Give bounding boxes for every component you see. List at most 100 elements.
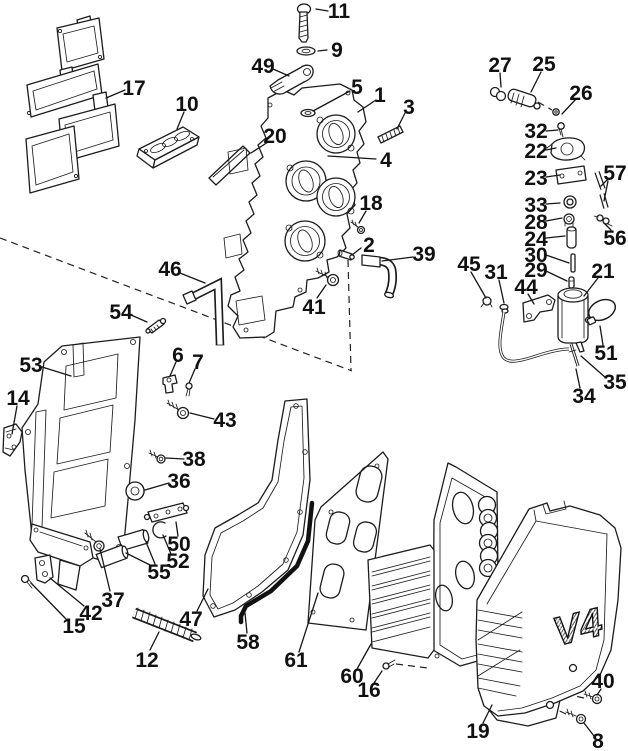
leader-line-16 bbox=[373, 670, 383, 684]
part-6-clip bbox=[162, 374, 178, 394]
callout-30: 30 bbox=[524, 244, 547, 267]
leader-line-24 bbox=[545, 235, 566, 239]
alignment-dashed-line bbox=[347, 259, 352, 371]
leader-line-6 bbox=[169, 361, 177, 377]
leader-line-61 bbox=[298, 592, 319, 653]
callout-36: 36 bbox=[167, 470, 190, 493]
alignment-dashed-line bbox=[560, 692, 585, 699]
leader-line-42 bbox=[49, 577, 85, 607]
leader-line-41 bbox=[316, 284, 327, 299]
callout-4: 4 bbox=[380, 149, 392, 172]
callout-42: 42 bbox=[79, 602, 102, 625]
part-54-fitting bbox=[145, 317, 167, 334]
part-39-hose bbox=[361, 254, 398, 299]
part-50-bracket bbox=[143, 502, 190, 523]
part-21-canister bbox=[557, 287, 592, 353]
leader-line-52 bbox=[162, 534, 172, 555]
part-1-intake-manifold bbox=[223, 83, 367, 339]
part-45-screw bbox=[480, 296, 493, 308]
callout-7: 7 bbox=[192, 351, 204, 374]
leader-line-31 bbox=[498, 279, 505, 304]
callout-50: 50 bbox=[167, 533, 190, 556]
callout-51: 51 bbox=[594, 342, 618, 365]
leader-line-43 bbox=[189, 412, 215, 420]
callout-27: 27 bbox=[488, 54, 511, 77]
part-27-fitting bbox=[489, 86, 507, 102]
leader-line-37 bbox=[99, 548, 111, 592]
part-37-bolt bbox=[84, 529, 105, 552]
leader-line-46 bbox=[179, 272, 206, 284]
part-56-fitting bbox=[593, 214, 613, 227]
leader-line-60 bbox=[356, 643, 372, 670]
callout-57: 57 bbox=[603, 162, 626, 185]
leader-line-39 bbox=[381, 256, 414, 262]
callout-46: 46 bbox=[158, 258, 181, 281]
part-33-cap bbox=[563, 195, 577, 209]
callout-24: 24 bbox=[524, 228, 548, 251]
part-24-cylinder bbox=[566, 226, 577, 249]
leader-line-49 bbox=[272, 68, 290, 77]
callout-37: 37 bbox=[101, 589, 124, 612]
part-51-clamp bbox=[586, 298, 616, 326]
callout-3: 3 bbox=[403, 96, 415, 119]
part-52-clip bbox=[152, 521, 167, 539]
callout-40: 40 bbox=[591, 670, 614, 693]
leader-line-56 bbox=[603, 222, 612, 231]
callout-21: 21 bbox=[591, 260, 615, 283]
callout-8: 8 bbox=[592, 730, 604, 751]
leader-line-55 bbox=[145, 541, 156, 565]
leader-line-58 bbox=[244, 612, 248, 634]
leader-line-50 bbox=[175, 521, 179, 537]
part-3-stud bbox=[377, 125, 404, 144]
part-12-corrugated-tube bbox=[131, 607, 202, 643]
leader-line-21 bbox=[583, 277, 599, 297]
callout-19: 19 bbox=[466, 720, 489, 743]
leader-line-32 bbox=[545, 129, 559, 132]
leader-line-27 bbox=[499, 72, 502, 88]
callout-32: 32 bbox=[524, 120, 547, 143]
callout-1: 1 bbox=[374, 84, 386, 107]
alignment-dashed-line bbox=[395, 663, 429, 669]
leader-line-12 bbox=[149, 631, 160, 651]
callout-25: 25 bbox=[532, 53, 556, 76]
callout-44: 44 bbox=[514, 276, 538, 299]
leader-line-33 bbox=[545, 202, 561, 205]
callout-55: 55 bbox=[147, 561, 171, 584]
part-9-washer bbox=[296, 46, 316, 56]
callout-leader-lines bbox=[11, 8, 612, 737]
callout-28: 28 bbox=[524, 211, 548, 234]
part-29-pin bbox=[568, 276, 575, 289]
callout-31: 31 bbox=[484, 261, 508, 284]
leader-line-45 bbox=[470, 271, 487, 299]
callout-2: 2 bbox=[363, 234, 375, 257]
leader-line-30 bbox=[545, 254, 570, 264]
callout-34: 34 bbox=[572, 385, 596, 408]
callout-49: 49 bbox=[251, 55, 274, 78]
leader-line-29 bbox=[545, 270, 568, 282]
leader-line-14 bbox=[11, 405, 18, 435]
leader-line-25 bbox=[530, 71, 542, 93]
part-19-silencer-cover: V4 bbox=[475, 500, 622, 727]
part-21-cable bbox=[498, 311, 570, 363]
callout-26: 26 bbox=[569, 82, 592, 105]
part-44-bracket bbox=[522, 294, 556, 323]
leader-line-23 bbox=[545, 174, 561, 178]
leader-line-15 bbox=[30, 582, 67, 620]
part-46-hose bbox=[182, 277, 225, 346]
callout-39: 39 bbox=[412, 243, 435, 266]
alignment-dashed-line bbox=[537, 101, 553, 111]
callout-33: 33 bbox=[524, 194, 547, 217]
callout-54: 54 bbox=[109, 301, 133, 324]
leader-line-35 bbox=[580, 355, 607, 379]
leader-line-2 bbox=[351, 247, 362, 256]
callout-10: 10 bbox=[175, 93, 198, 116]
callout-18: 18 bbox=[359, 192, 383, 215]
part-31-washer bbox=[499, 303, 509, 314]
part-58-seal bbox=[238, 500, 315, 625]
part-14-clamp bbox=[2, 423, 23, 457]
part-42-block bbox=[34, 554, 54, 584]
leader-line-20 bbox=[250, 141, 269, 154]
callout-22: 22 bbox=[524, 140, 547, 163]
alignment-dashed-line bbox=[0, 237, 353, 372]
